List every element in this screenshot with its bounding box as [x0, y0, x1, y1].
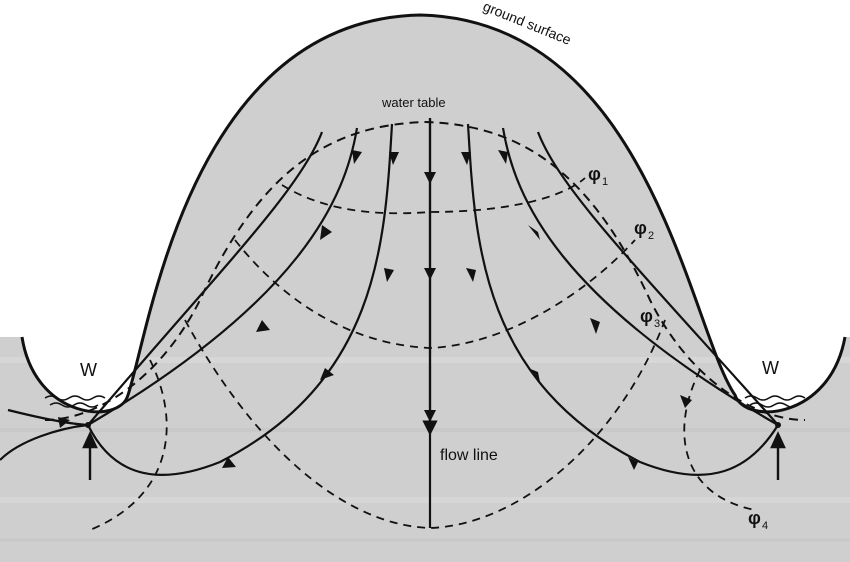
phi-4-symbol: φ: [748, 508, 761, 528]
phi-1-subscript: 1: [602, 176, 608, 188]
well-sink-right: [775, 422, 781, 428]
well-sink-left: [85, 422, 91, 428]
well-label-right: W: [762, 358, 779, 378]
phi-2-symbol: φ: [634, 218, 647, 238]
phi-1-symbol: φ: [588, 164, 601, 184]
water-table-label: water table: [381, 95, 446, 110]
well-label-left: W: [80, 360, 97, 380]
phi-2-subscript: 2: [648, 230, 654, 242]
phi-3-symbol: φ: [640, 306, 653, 326]
phi-4-subscript: 4: [762, 520, 768, 532]
phi-3-subscript: 3: [654, 318, 660, 330]
flow-line-label: flow line: [440, 447, 498, 464]
